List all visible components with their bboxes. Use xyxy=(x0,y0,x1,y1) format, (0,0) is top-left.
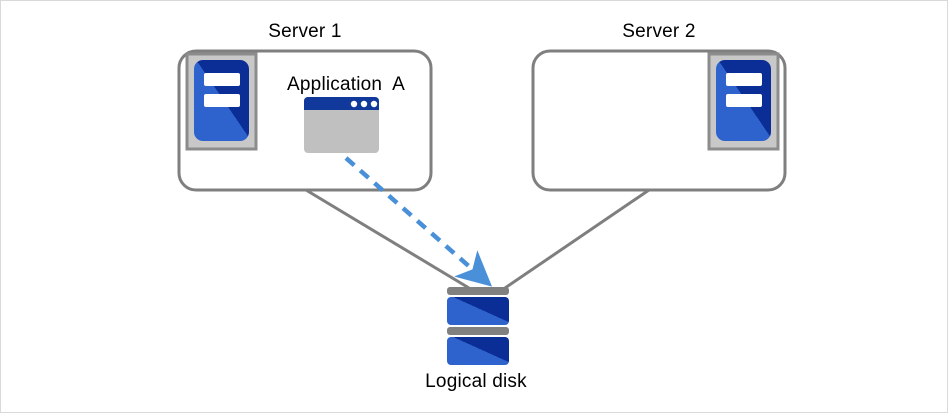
application-label: Application A xyxy=(287,74,405,95)
connector-app-to-disk xyxy=(344,156,493,287)
server1-label: Server 1 xyxy=(268,21,342,42)
server-icon xyxy=(707,52,780,151)
connector-server1-to-disk xyxy=(305,188,470,290)
connector-server2-to-disk xyxy=(504,188,650,290)
application-window-icon xyxy=(304,97,379,153)
disk-icon[interactable] xyxy=(447,287,509,365)
server2-label: Server 2 xyxy=(622,21,696,42)
logical-disk-label: Logical disk xyxy=(425,371,527,392)
server-icon xyxy=(185,52,258,151)
